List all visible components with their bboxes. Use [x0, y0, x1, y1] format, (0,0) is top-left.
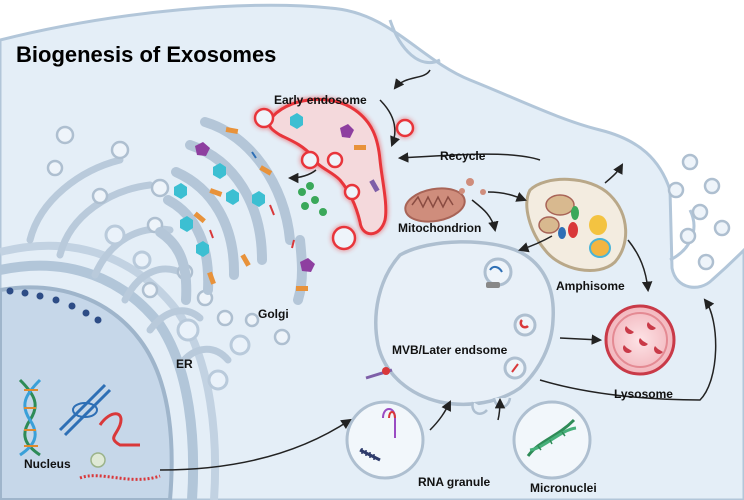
- exosomes: [667, 153, 731, 271]
- membrane-fold: [388, 19, 441, 65]
- mvb-invagination: [471, 401, 488, 415]
- mirna-probe-icon: [365, 367, 393, 380]
- er-vesicle: [104, 224, 126, 246]
- arrow-mito-amphisome: [487, 191, 527, 202]
- endosome-cargo: [369, 179, 380, 193]
- arrow-mvb-secretion: [539, 298, 717, 401]
- arrow-rna-mvb: [429, 400, 451, 431]
- arrows: [159, 69, 717, 471]
- arrow-recycle: [397, 152, 541, 163]
- label-recycle: Recycle: [440, 149, 486, 163]
- dna-helix-icon: [18, 378, 42, 457]
- label-micronuclei: Micronuclei: [530, 481, 597, 495]
- label-nucleus: Nucleus: [24, 457, 71, 471]
- label-er: ER: [176, 357, 193, 371]
- endosome-cargo: [354, 145, 366, 150]
- arrow-golgi-endosome: [287, 169, 317, 184]
- green-vesicle: [319, 208, 327, 216]
- arrow-endosome-to-membrane: [379, 99, 400, 147]
- arrow-micronuclei-mvb: [494, 397, 506, 421]
- arrow-nucleus-rna: [159, 418, 352, 471]
- label-amphisome: Amphisome: [556, 279, 625, 293]
- dna-strand-icon: [58, 383, 112, 437]
- arrow-recycle-to-membrane: [393, 69, 431, 90]
- label-lysosome: Lysosome: [614, 387, 673, 401]
- endosome-cargo: [290, 113, 303, 129]
- er-vesicle: [132, 250, 152, 270]
- mitochondrion: [404, 178, 486, 223]
- mrna-strand-icon: [79, 474, 161, 481]
- arrow-amphisome-lysosome: [627, 239, 653, 293]
- label-mitochondrion: Mitochondrion: [398, 221, 481, 235]
- green-vesicle: [298, 188, 306, 196]
- green-vesicle: [301, 202, 309, 210]
- lysosome: [604, 304, 676, 376]
- micronuclei: [512, 400, 592, 480]
- er-vesicle: [229, 334, 251, 356]
- er-vesicle: [207, 369, 229, 391]
- label-mvb: MVB/Later endsome: [392, 343, 508, 357]
- mvb-invagination: [492, 397, 512, 409]
- arrow-amphisome-out: [604, 163, 624, 184]
- rna-granule: [345, 400, 425, 480]
- arrow-mvb-amphisome: [518, 235, 553, 253]
- nucleolus: [90, 452, 106, 468]
- diagram-title: Biogenesis of Exosomes: [16, 42, 276, 67]
- golgi-cargo: [174, 126, 315, 291]
- label-golgi: Golgi: [258, 307, 289, 321]
- label-rna-granule: RNA granule: [418, 475, 491, 489]
- er-vesicle: [176, 318, 200, 342]
- arrow-mvb-lysosome: [559, 334, 603, 345]
- label-early-endosome: Early endosome: [274, 93, 367, 107]
- amphisome: [525, 177, 628, 272]
- early-endosome: [253, 97, 415, 251]
- mvb-late-endosome: [374, 240, 555, 407]
- rna-icon: [98, 412, 140, 447]
- endosome-cargo: [340, 124, 354, 138]
- green-vesicle: [306, 182, 314, 190]
- arrow-mito-mvb: [471, 199, 499, 233]
- green-vesicle: [311, 196, 319, 204]
